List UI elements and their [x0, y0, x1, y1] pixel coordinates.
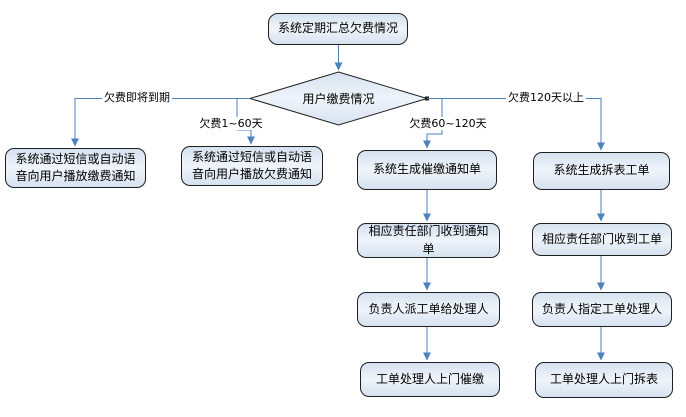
edge-label-1-60-days: 欠费1~60天	[197, 117, 265, 130]
node-door-remove-meter: 工单处理人上门拆表	[535, 362, 673, 398]
node-generate-reminder: 系统生成催缴通知单	[357, 150, 497, 190]
node-dept-receive-order: 相应责任部门收到工单	[532, 223, 672, 256]
node-door-collect: 工单处理人上门催缴	[360, 362, 500, 397]
edge-label-due-soon: 欠费即将到期	[102, 91, 172, 104]
edge-label-over-120-days: 欠费120天以上	[506, 91, 586, 104]
node-notify-arrears: 系统通过短信或自动语 音向用户播放欠费通知	[181, 146, 323, 186]
node-dept-receive-notice: 相应责任部门收到通知 单	[357, 223, 500, 258]
decision-label: 用户缴费情况	[302, 92, 375, 106]
node-designate-handler: 负责人指定工单处理人	[532, 292, 672, 327]
edge-label-60-120-days: 欠费60~120天	[407, 117, 489, 130]
node-assign-handler: 负责人派工单给处理人	[357, 292, 500, 327]
node-notify-payment: 系统通过短信或自动语 音向用户播放缴费通知	[5, 148, 146, 188]
start-node: 系统定期汇总欠费情况	[268, 13, 408, 45]
node-generate-removal-order: 系统生成拆表工单	[533, 152, 670, 190]
